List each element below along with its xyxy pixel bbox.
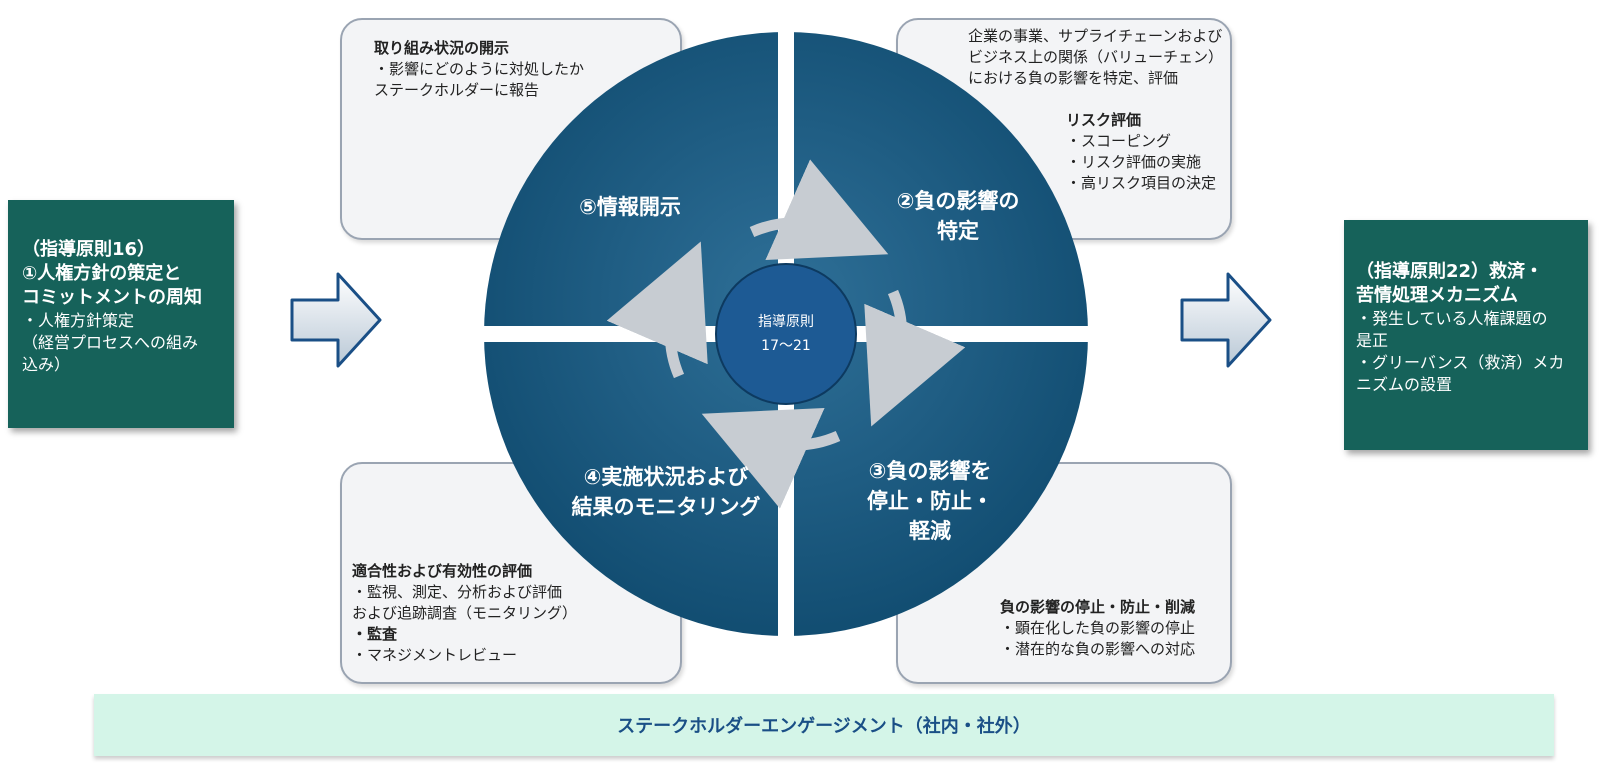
- risk-assessment-item: ・スコーピング: [1066, 132, 1172, 150]
- mitigation-card-title: 負の影響の停止・防止・削減: [1000, 598, 1196, 616]
- identification-card-line: 企業の事業、サプライチェーンおよび: [968, 27, 1223, 45]
- principle-16-line: 込み）: [22, 355, 71, 374]
- risk-assessment-title: リスク評価: [1066, 111, 1142, 129]
- principle-16-title: （指導原則16）: [22, 239, 156, 260]
- left-flow-arrow: [290, 272, 382, 368]
- principle-16-box: （指導原則16） ①人権方針の策定と コミットメントの周知 ・人権方針策定 （経…: [8, 200, 234, 428]
- principle-16-title: コミットメントの周知: [22, 287, 202, 308]
- quadrant-label-mitigation: ③負の影響を: [869, 459, 992, 483]
- identification-card-line: における負の影響を特定、評価: [968, 69, 1179, 87]
- disclosure-card-line: ・影響にどのように対処したか: [374, 60, 585, 78]
- principle-16-line: （経営プロセスへの組み: [22, 333, 199, 352]
- cycle-arrows: [606, 159, 966, 509]
- cycle-arrow-top: [749, 159, 889, 260]
- quadrant-label-identification: 特定: [937, 219, 979, 243]
- disclosure-card-title: 取り組み状況の開示: [374, 39, 510, 57]
- quadrant-label-identification: ②負の影響の: [897, 189, 1020, 213]
- center-label-line1: 指導原則: [758, 314, 814, 330]
- monitoring-card-line: および追跡調査（モニタリング）: [352, 604, 578, 622]
- monitoring-card-audit: ・監査: [352, 625, 398, 643]
- principle-16-title: ①人権方針の策定と: [22, 263, 182, 284]
- identification-card-line: ビジネス上の関係（バリューチェン）: [968, 48, 1224, 66]
- quadrant-label-mitigation: 軽減: [909, 519, 951, 543]
- center-circle: [715, 263, 857, 405]
- risk-assessment-item: ・リスク評価の実施: [1066, 153, 1202, 171]
- mitigation-card-item: ・潜在的な負の影響への対応: [1000, 640, 1196, 658]
- risk-assessment-item: ・高リスク項目の決定: [1066, 174, 1217, 192]
- cycle-arrow-bottom: [701, 408, 841, 509]
- cycle-arrow-right: [864, 289, 966, 427]
- quadrant-label-mitigation: 停止・防止・: [867, 489, 993, 513]
- mitigation-card-item: ・顕在化した負の影響の停止: [1000, 619, 1196, 637]
- principle-22-title: （指導原則22）救済・: [1356, 261, 1544, 282]
- center-label-line2: 17～21: [761, 338, 811, 354]
- principle-16-line: ・人権方針策定: [22, 311, 135, 330]
- cycle-arrow-left: [606, 241, 708, 379]
- monitoring-card-line: ・監視、測定、分析および評価: [352, 583, 563, 601]
- stakeholder-engagement-bar: ステークホルダーエンゲージメント（社内・社外）: [94, 694, 1554, 756]
- principle-22-box: （指導原則22）救済・ 苦情処理メカニズム ・発生している人権課題の 是正 ・グ…: [1344, 220, 1588, 450]
- principle-22-line: ・発生している人権課題の: [1356, 309, 1548, 328]
- quadrant-label-monitoring: 結果のモニタリング: [572, 495, 761, 519]
- monitoring-card-line: ・マネジメントレビュー: [352, 646, 518, 664]
- disclosure-card-line: ステークホルダーに報告: [374, 81, 540, 99]
- right-flow-arrow: [1180, 272, 1272, 368]
- monitoring-card-title: 適合性および有効性の評価: [352, 562, 533, 580]
- quadrant-label-monitoring: ④実施状況および: [584, 465, 749, 489]
- principle-22-line: ニズムの設置: [1356, 375, 1453, 394]
- principle-22-line: ・グリーバンス（救済）メカ: [1356, 353, 1565, 372]
- quadrant-label-disclosure: ⑤情報開示: [579, 195, 681, 219]
- principle-22-line: 是正: [1356, 331, 1389, 350]
- principle-22-title: 苦情処理メカニズム: [1356, 285, 1518, 306]
